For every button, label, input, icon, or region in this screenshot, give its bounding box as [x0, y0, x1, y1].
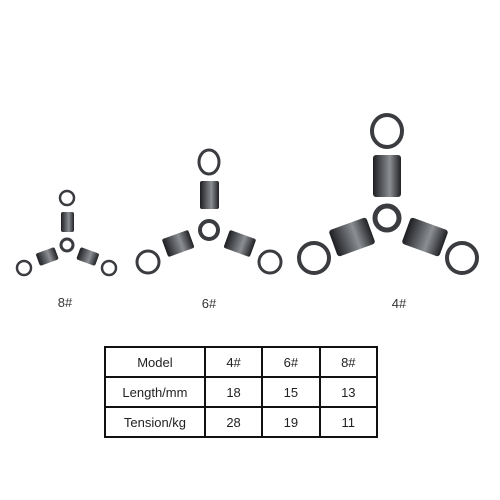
table-row: Length/mm 18 15 13 — [104, 376, 379, 408]
table-cell: 6# — [261, 346, 321, 378]
swivel-8-image — [15, 189, 118, 277]
table-cell: 11 — [318, 406, 379, 438]
swivel-illustrations — [15, 113, 479, 277]
size-label-8: 8# — [57, 295, 73, 310]
table-cell: 15 — [261, 376, 321, 408]
row-header-model: Model — [104, 346, 206, 378]
table-cell: 13 — [318, 376, 379, 408]
row-header-length: Length/mm — [104, 376, 206, 408]
spec-table: Model 4# 6# 8# Length/mm 18 15 13 Tensio… — [104, 346, 379, 438]
table-row: Model 4# 6# 8# — [104, 346, 379, 378]
table-row: Tension/kg 28 19 11 — [104, 406, 379, 438]
size-label-6: 6# — [201, 296, 217, 311]
table-cell: 19 — [261, 406, 321, 438]
size-label-4: 4# — [391, 296, 407, 311]
table-cell: 18 — [203, 376, 264, 408]
table-cell: 4# — [203, 346, 264, 378]
swivel-6-image — [135, 148, 283, 275]
row-header-tension: Tension/kg — [104, 406, 206, 438]
table-cell: 8# — [318, 346, 379, 378]
swivel-4-image — [297, 113, 479, 275]
table-cell: 28 — [203, 406, 264, 438]
